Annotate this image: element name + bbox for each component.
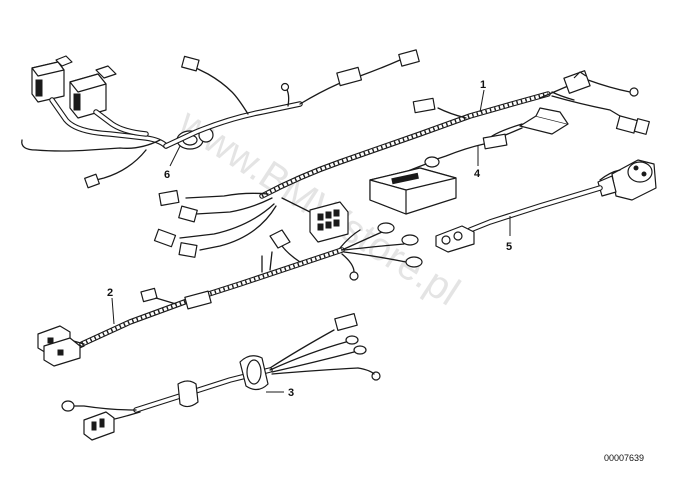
callout-4: 4	[474, 168, 481, 180]
harness-4	[369, 107, 569, 215]
harness-5	[435, 159, 657, 253]
harness-2	[37, 222, 423, 367]
harness-1	[153, 70, 650, 258]
callout-1: 1	[480, 79, 486, 91]
harness-3	[61, 313, 381, 441]
callout-3: 3	[288, 387, 294, 399]
image-code: 00007639	[604, 453, 644, 463]
callout-6: 6	[164, 169, 170, 181]
callout-5: 5	[506, 241, 512, 253]
callout-2: 2	[107, 287, 113, 299]
harness-6	[21, 49, 420, 189]
